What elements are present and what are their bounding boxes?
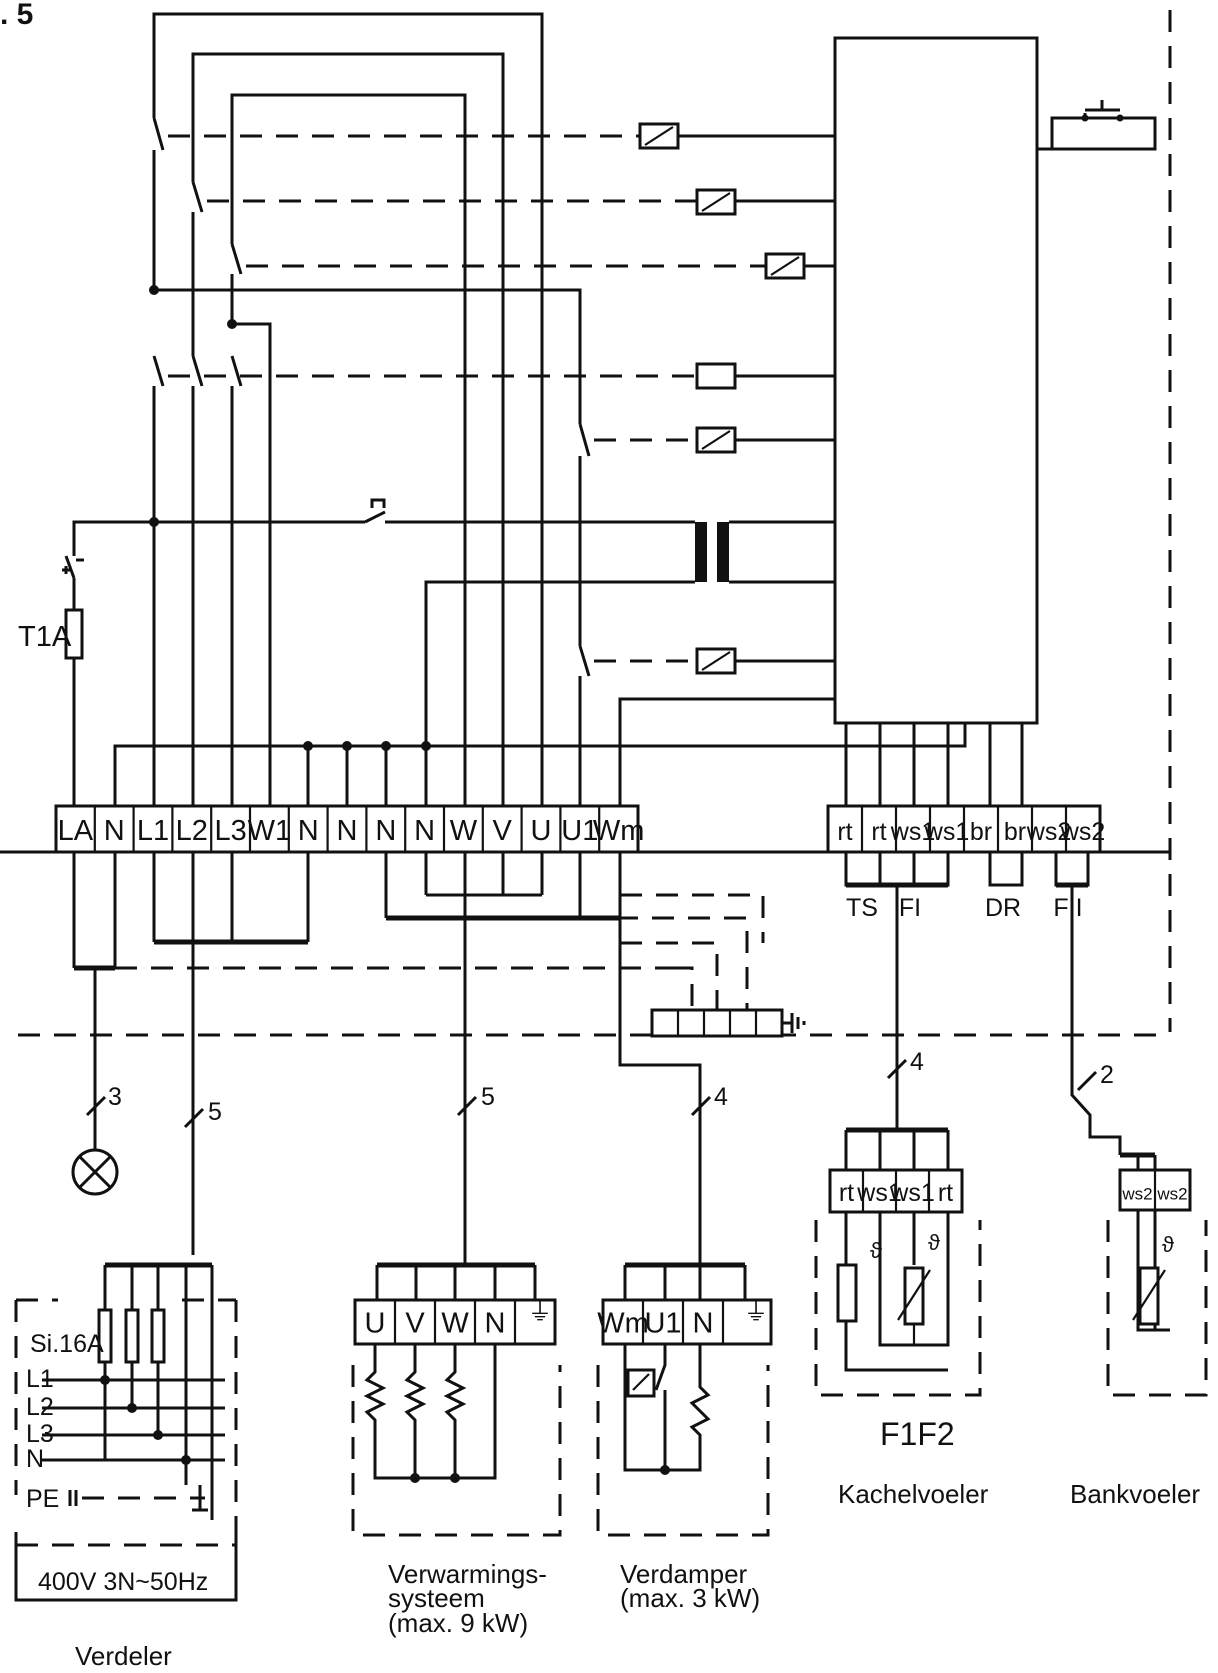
verdeler-line-1: L2 bbox=[26, 1393, 54, 1421]
evap-terminal-0: Wm bbox=[597, 1308, 649, 1340]
heater-terminal-0: U bbox=[365, 1308, 386, 1340]
terminal-main-10: W bbox=[450, 815, 478, 847]
terminal-sensor-6: ws2 bbox=[1026, 818, 1071, 846]
verdeler-line-0: L1 bbox=[26, 1365, 54, 1393]
terminal-main-1: N bbox=[104, 815, 125, 847]
terminal-sensor-0: rt bbox=[837, 818, 852, 846]
heater-terminal-1: V bbox=[405, 1308, 425, 1340]
verdeler-line-2: L3 bbox=[26, 1420, 54, 1448]
kachel-caption: Kachelvoeler bbox=[838, 1479, 989, 1509]
ground-icon-evap: ⏚ bbox=[744, 1299, 768, 1326]
control-unit bbox=[833, 36, 1039, 725]
verdeler-supply: 400V 3N~50Hz bbox=[38, 1568, 208, 1596]
neutral-bus bbox=[113, 723, 1024, 829]
bank-terminal-0: ws2 bbox=[1121, 1185, 1152, 1204]
terminal-main-3: L2 bbox=[176, 815, 208, 847]
fuse-label: T1A bbox=[18, 621, 72, 653]
verdeler-fuse-label: Si.16A bbox=[30, 1330, 104, 1358]
terminal-main-0: LA bbox=[58, 815, 94, 847]
terminal-sensor-1: rt bbox=[871, 818, 886, 846]
terminal-sensor-7: ws2 bbox=[1060, 818, 1105, 846]
terminal-main-14: Wm bbox=[593, 815, 645, 847]
evap-caption-2: (max. 3 kW) bbox=[620, 1583, 760, 1613]
cable-counts: 3 5 5 4 4 2 bbox=[108, 1048, 1114, 1126]
heater-caption-3: (max. 9 kW) bbox=[388, 1608, 528, 1638]
heater-terminal-2: W bbox=[441, 1308, 469, 1340]
evap-caption-1: Verdamper bbox=[620, 1559, 748, 1589]
kachel-code: F1F2 bbox=[880, 1416, 955, 1452]
cable-count-2: 5 bbox=[481, 1083, 495, 1111]
pe-rail bbox=[650, 1008, 784, 1038]
bank-terminal-1: ws2 bbox=[1156, 1185, 1187, 1204]
sensor-group-labels: TS FI DR FII bbox=[846, 894, 1083, 922]
svg-text:ϑ: ϑ bbox=[1162, 1232, 1174, 1257]
evap-terminal-1: U1 bbox=[644, 1308, 681, 1340]
terminal-main-2: L1 bbox=[137, 815, 169, 847]
cable-count-3: 4 bbox=[714, 1083, 728, 1111]
terminal-main-5: W1 bbox=[248, 815, 292, 847]
sensor-group-3: FII bbox=[1053, 894, 1082, 922]
heater-caption-2: systeem bbox=[388, 1583, 485, 1613]
terminal-main-11: V bbox=[493, 815, 513, 847]
terminal-main-8: N bbox=[375, 815, 396, 847]
verdeler-line-4: PE bbox=[26, 1485, 59, 1513]
figure-label: . 5 bbox=[0, 0, 33, 31]
terminal-main-6: N bbox=[298, 815, 319, 847]
cable-count-1: 5 bbox=[208, 1098, 222, 1126]
kachel-terminal-0: rt bbox=[839, 1179, 854, 1207]
cable-count-4: 4 bbox=[910, 1048, 924, 1076]
verdeler-caption: Verdeler bbox=[75, 1641, 172, 1671]
kachel-terminal-3: rt bbox=[938, 1179, 953, 1207]
lamp-icon bbox=[71, 1148, 119, 1196]
sensor-group-2: DR bbox=[985, 894, 1021, 922]
terminal-sensor-2: ws1 bbox=[890, 818, 935, 846]
terminal-sensor-5: br bbox=[1004, 818, 1026, 846]
heater-terminal-3: N bbox=[485, 1308, 506, 1340]
push-button bbox=[1037, 100, 1157, 151]
heater-caption-1: Verwarmings- bbox=[388, 1559, 547, 1589]
kachel-terminal-2: ws1 bbox=[889, 1179, 934, 1207]
terminal-main-13: U1 bbox=[561, 815, 598, 847]
svg-text:ϑ: ϑ bbox=[870, 1238, 882, 1263]
terminal-sensor-4: br bbox=[970, 818, 992, 846]
terminal-main-12: U bbox=[531, 815, 552, 847]
terminal-main-9: N bbox=[414, 815, 435, 847]
svg-text:ϑ: ϑ bbox=[928, 1230, 940, 1255]
lower-wiring bbox=[72, 852, 1122, 1268]
bank-caption: Bankvoeler bbox=[1070, 1479, 1200, 1509]
terminal-main-4: L3 bbox=[214, 815, 246, 847]
contactor-wiring bbox=[149, 12, 835, 829]
cable-count-5: 2 bbox=[1100, 1061, 1114, 1089]
terminal-main-7: N bbox=[337, 815, 358, 847]
sensor-group-1: FI bbox=[899, 894, 921, 922]
transformer-wiring: T1A bbox=[18, 498, 835, 829]
cable-count-0: 3 bbox=[108, 1083, 122, 1111]
ground-icon: ⏚ bbox=[528, 1299, 552, 1326]
kachel-terminal-1: ws1 bbox=[856, 1179, 901, 1207]
sensor-group-0: TS bbox=[846, 894, 878, 922]
verdeler-line-3: N bbox=[26, 1445, 44, 1473]
evap-terminal-2: N bbox=[693, 1308, 714, 1340]
terminal-sensor-3: ws1 bbox=[924, 818, 969, 846]
